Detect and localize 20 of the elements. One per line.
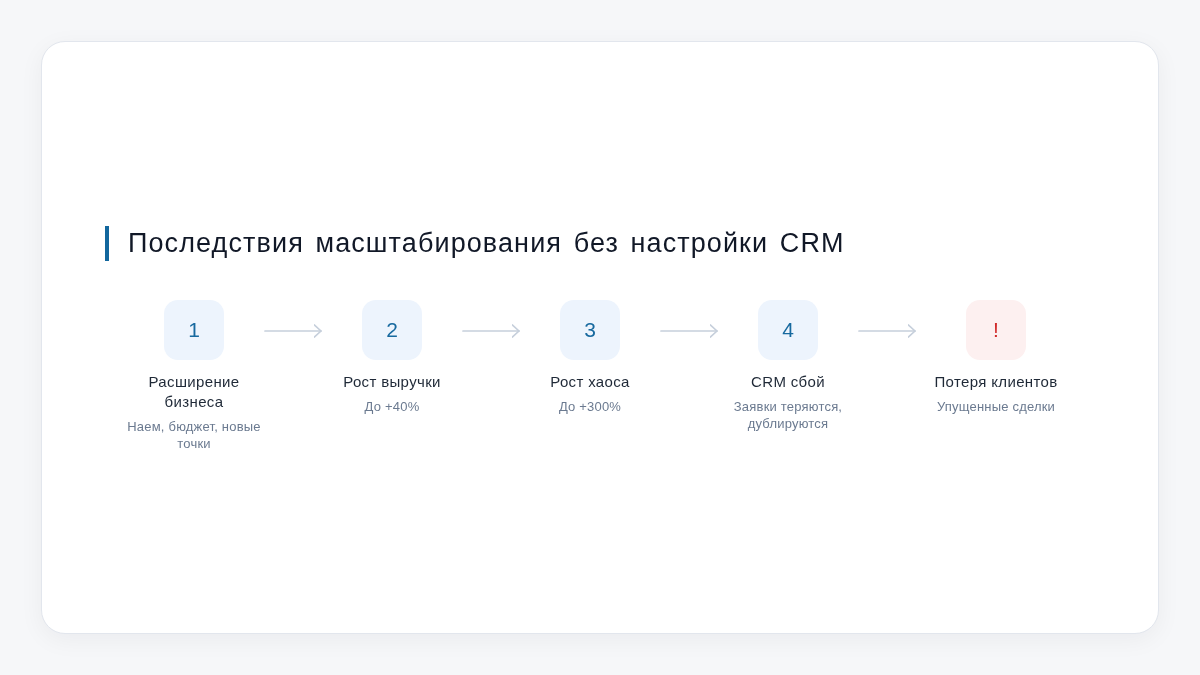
step-number: 1 <box>164 300 224 360</box>
step-description: До +40% <box>364 398 420 415</box>
step-title: CRM сбой <box>751 372 825 392</box>
step-number: 4 <box>758 300 818 360</box>
step-number: ! <box>966 300 1026 360</box>
arrow <box>264 324 322 338</box>
arrow <box>660 324 718 338</box>
step-description: До +300% <box>558 398 622 415</box>
step-title: Рост хаоса <box>550 372 630 392</box>
step-title: Потеря клиентов <box>934 372 1058 392</box>
step-number: 3 <box>560 300 620 360</box>
arrow <box>462 324 520 338</box>
step-title: Расширение бизнеса <box>147 372 241 412</box>
arrow <box>858 324 916 338</box>
step-description: Заявки теряются, дублируются <box>732 398 844 432</box>
step-description: Наем, бюджет, новые точки <box>126 418 262 452</box>
diagram-title: Последствия масштабирования без настройки CRM <box>128 227 845 260</box>
step-description: Упущенные сделки <box>936 398 1056 415</box>
step-title: Рост выручки <box>343 372 441 392</box>
step-number: 2 <box>362 300 422 360</box>
